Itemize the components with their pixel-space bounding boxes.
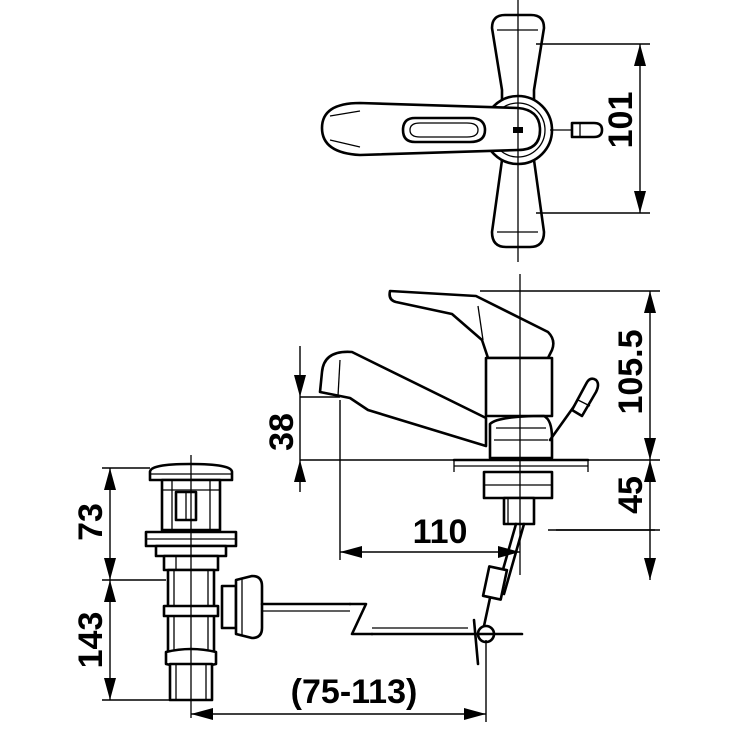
- top-view: [320, 0, 650, 262]
- dimension-75-113-label: (75-113): [291, 673, 418, 711]
- dimension-73: 73: [72, 468, 116, 580]
- side-view-body: [484, 356, 554, 418]
- dimension-101-label: 101: [602, 92, 640, 149]
- dimension-110-label: 110: [413, 513, 468, 551]
- dimension-75-113: (75-113): [191, 673, 486, 720]
- dimension-105-5-label: 105.5: [612, 329, 650, 414]
- dimension-105-5: 105.5: [612, 291, 656, 460]
- dimension-45: 45: [548, 460, 656, 580]
- top-view-lever-slot: [401, 116, 487, 144]
- hose-inline-fitting: [481, 565, 509, 601]
- side-view-shank: [502, 496, 536, 526]
- dimension-143-label: 143: [72, 612, 110, 669]
- dimension-143: 143: [72, 580, 116, 700]
- drain-pivot-nut: [220, 584, 238, 630]
- dimension-38-label: 38: [263, 413, 301, 451]
- drain-extensions: [102, 467, 487, 722]
- top-view-lever: [320, 101, 542, 157]
- dimension-73-label: 73: [72, 503, 110, 541]
- dimension-110: 110: [340, 513, 520, 558]
- side-view-hose-connector: [570, 377, 600, 418]
- dimension-45-label: 45: [612, 476, 650, 514]
- side-view-base: [488, 414, 554, 460]
- side-view-lever: [388, 289, 555, 360]
- side-view-spout: [318, 350, 488, 448]
- side-view: [318, 274, 600, 666]
- popup-drain: [144, 455, 374, 718]
- dimension-38: 38: [263, 346, 306, 492]
- dimension-101: 101: [602, 44, 646, 213]
- top-view-hose-connector: [570, 121, 604, 139]
